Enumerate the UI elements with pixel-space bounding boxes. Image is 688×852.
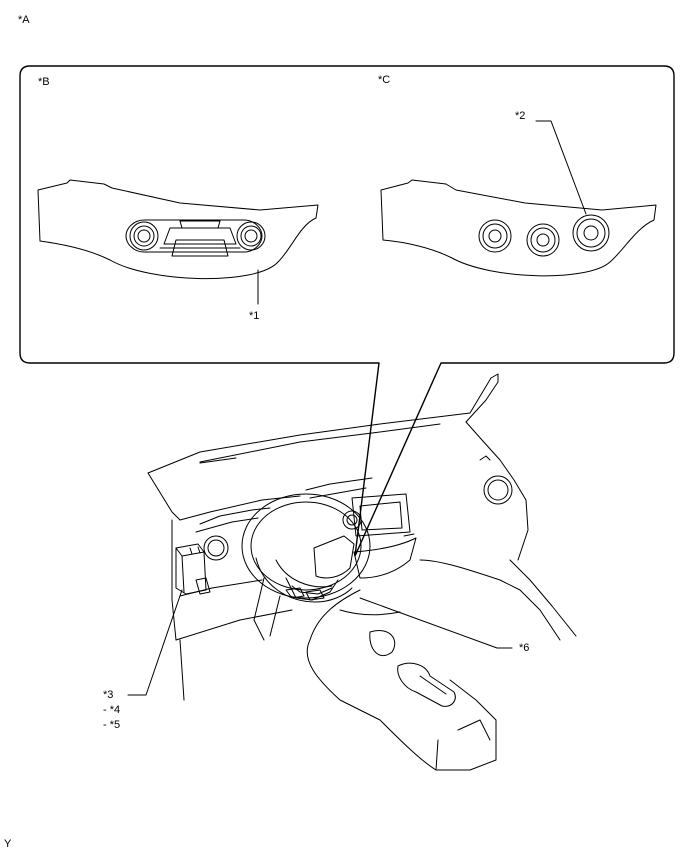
- panel-b-cluster: [37, 179, 319, 280]
- left-vent-icon: [129, 221, 159, 251]
- right-vent-icon: [236, 221, 266, 251]
- steering-wheel: [241, 493, 371, 603]
- panel-c-cluster: [380, 179, 657, 277]
- part-6: [285, 535, 417, 601]
- label-1: *1: [249, 310, 260, 322]
- label-2: *2: [515, 110, 526, 122]
- knob-middle-icon: [526, 223, 560, 257]
- leader-6: [359, 597, 513, 649]
- leader-2: [535, 120, 587, 215]
- label-6: *6: [519, 642, 530, 654]
- center-console: [306, 589, 497, 771]
- label-5: - *5: [103, 719, 121, 731]
- label-b: *B: [38, 76, 50, 88]
- knob-left-icon: [478, 219, 512, 253]
- leader-3: [127, 589, 183, 696]
- label-c: *C: [378, 74, 391, 86]
- callout-frame: [19, 65, 675, 557]
- left-side-vent-icon: [203, 535, 229, 561]
- label-4: - *4: [103, 704, 121, 716]
- dashboard-overview: [147, 373, 577, 771]
- corner-mark: Y: [4, 838, 12, 850]
- label-a: *A: [18, 14, 30, 26]
- knob-right-icon: [572, 214, 610, 252]
- display-screen: [163, 227, 237, 245]
- ecu-box: [175, 543, 211, 595]
- right-side-vent-icon: [483, 475, 513, 505]
- label-3: *3: [103, 689, 114, 701]
